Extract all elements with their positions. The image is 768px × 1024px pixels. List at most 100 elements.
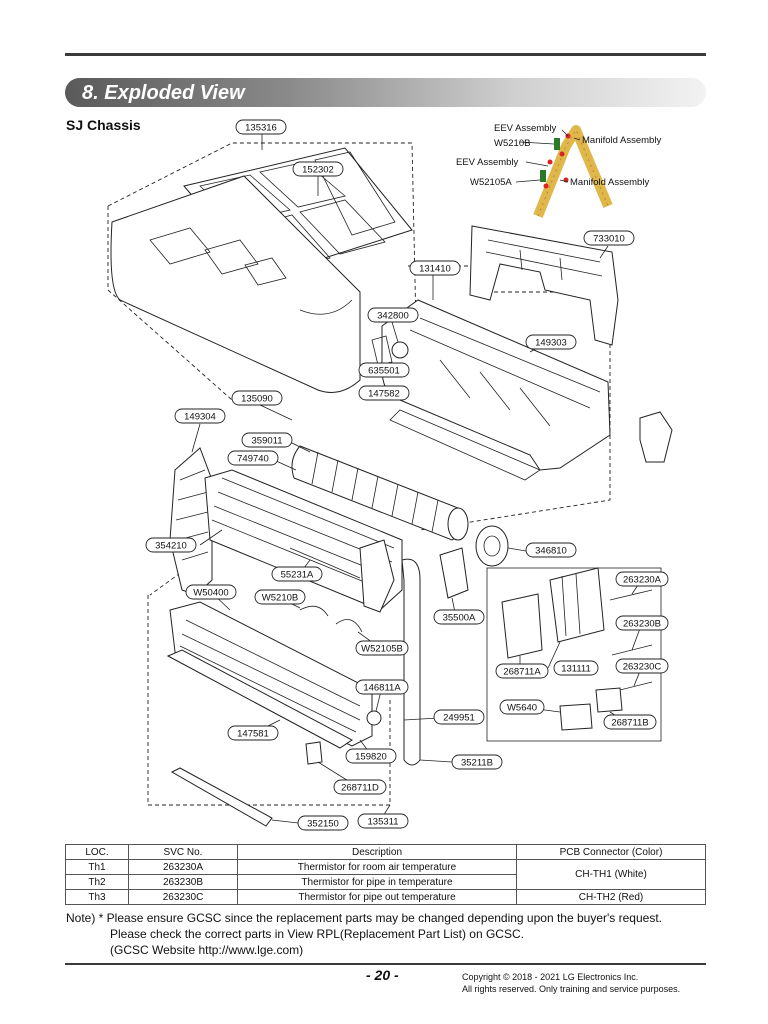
note-line-3: (GCSC Website http://www.lge.com) (110, 943, 304, 957)
section-header-bar (65, 78, 706, 107)
svg-text:268711B: 268711B (611, 718, 648, 729)
pipe-2 (299, 605, 363, 633)
svg-text:55231A: 55231A (281, 570, 314, 581)
label-147581: 147581 (227, 725, 279, 741)
table-row: Th3 263230C Thermistor for pipe out temp… (65, 889, 706, 905)
cell-svc: 263230C (128, 889, 238, 905)
note-line-1: Note) * Please ensure GCSC since the rep… (66, 911, 662, 925)
grille-mesh (199, 151, 396, 271)
exploded-view-diagram: 135316 152302 131410 733010 342800 14930… (107, 119, 673, 831)
inset-w5210b: W5210B (494, 138, 530, 149)
svg-text:W5210B: W5210B (262, 593, 298, 604)
label-35211B: 35211B (451, 754, 503, 770)
label-W52105B: W52105B (355, 640, 409, 656)
bottom-rule (65, 963, 706, 965)
label-152302: 152302 (292, 161, 344, 177)
svg-text:152302: 152302 (302, 165, 334, 176)
side-bracket (639, 411, 673, 463)
label-749740: 749740 (227, 450, 279, 466)
inset-manifold-2: Manifold Assembly (570, 177, 649, 188)
label-346810: 346810 (525, 542, 577, 558)
label-135090: 135090 (231, 390, 283, 406)
front-panel (110, 175, 361, 393)
svg-text:147582: 147582 (368, 389, 400, 400)
svg-text:359011: 359011 (252, 436, 283, 447)
inset-manifold-1: Manifold Assembly (582, 135, 661, 146)
copyright-line-1: Copyright © 2018 - 2021 LG Electronics I… (462, 972, 639, 982)
table-header-row: LOC. SVC No. Description PCB Connector (… (65, 844, 706, 860)
svg-text:263230A: 263230A (623, 575, 662, 586)
vane (166, 649, 353, 749)
label-354210: 354210 (145, 537, 197, 553)
drain-hose (401, 558, 421, 766)
label-W5210B: W5210B (254, 589, 306, 605)
svg-text:W52105B: W52105B (361, 644, 403, 655)
svg-text:149304: 149304 (184, 412, 216, 423)
copyright: Copyright © 2018 - 2021 LG Electronics I… (462, 971, 680, 995)
svg-text:135311: 135311 (368, 817, 399, 828)
group-boundary-left (107, 206, 233, 401)
pcb-box (486, 567, 662, 742)
svg-text:263230C: 263230C (623, 662, 662, 673)
inset-eev-assembly-1: EEV Assembly (494, 123, 557, 134)
cell-loc: Th1 (65, 859, 129, 875)
label-135311: 135311 (357, 813, 409, 829)
note-line-2: Please check the correct parts in View R… (110, 927, 524, 941)
label-268711D: 268711D (333, 779, 387, 795)
motor-coupling (391, 341, 409, 359)
page-number: - 20 - (366, 967, 399, 983)
top-rule (65, 53, 706, 56)
label-35500A: 35500A (433, 609, 485, 625)
label-55231A: 55231A (271, 566, 323, 582)
svg-text:733010: 733010 (593, 234, 625, 245)
remote-wire (170, 767, 273, 827)
svg-text:268711D: 268711D (341, 783, 379, 794)
label-159820: 159820 (345, 748, 397, 764)
step-motor (366, 710, 382, 726)
label-733010: 733010 (583, 230, 635, 246)
cell-description: Thermistor for pipe in temperature (237, 874, 517, 890)
pcb-main (501, 593, 543, 659)
connector-w5640 (559, 703, 593, 731)
svg-text:635501: 635501 (368, 366, 400, 377)
section-title: 8. Exploded View (82, 82, 245, 104)
cell-description: Thermistor for pipe out temperature (237, 889, 517, 905)
pcb-268711B (595, 687, 623, 713)
svg-text:35211B: 35211B (461, 758, 493, 769)
label-149303: 149303 (525, 334, 577, 350)
group-boundary-right (408, 265, 611, 531)
label-352150: 352150 (297, 815, 349, 831)
label-268711B: 268711B (603, 714, 657, 730)
cell-loc: Th2 (65, 874, 129, 890)
label-342800: 342800 (367, 307, 419, 323)
label-135316: 135316 (235, 119, 287, 135)
col-loc: LOC. (65, 844, 129, 860)
label-149304: 149304 (174, 408, 226, 424)
col-svc: SVC No. (128, 844, 238, 860)
svg-text:354210: 354210 (155, 541, 187, 552)
pcb-box-131111 (549, 567, 605, 643)
inset-eev-assembly-2: EEV Assembly (456, 157, 519, 168)
svg-text:146811A: 146811A (363, 683, 401, 694)
col-description: Description (237, 844, 517, 860)
svg-text:135316: 135316 (245, 123, 277, 134)
label-359011: 359011 (241, 432, 293, 448)
svg-text:352150: 352150 (307, 819, 339, 830)
table-row: Th1 263230A Thermistor for room air temp… (65, 859, 706, 890)
chassis-body (381, 299, 611, 471)
fan-end (447, 507, 469, 541)
svg-text:W5640: W5640 (507, 703, 537, 714)
installation-plate (469, 225, 619, 346)
label-W50400: W50400 (185, 584, 237, 600)
cell-connector: CH-TH2 (Red) (516, 889, 706, 905)
svg-text:249951: 249951 (443, 713, 475, 724)
svg-text:W50400: W50400 (193, 588, 228, 599)
svg-text:263230B: 263230B (623, 619, 661, 630)
label-131410: 131410 (409, 260, 461, 276)
label-146811A: 146811A (355, 679, 409, 695)
evaporator-end (359, 539, 395, 613)
label-268711A: 268711A (495, 663, 549, 679)
svg-text:749740: 749740 (237, 454, 269, 465)
label-263230B: 263230B (615, 615, 669, 631)
label-263230C: 263230C (615, 658, 669, 674)
